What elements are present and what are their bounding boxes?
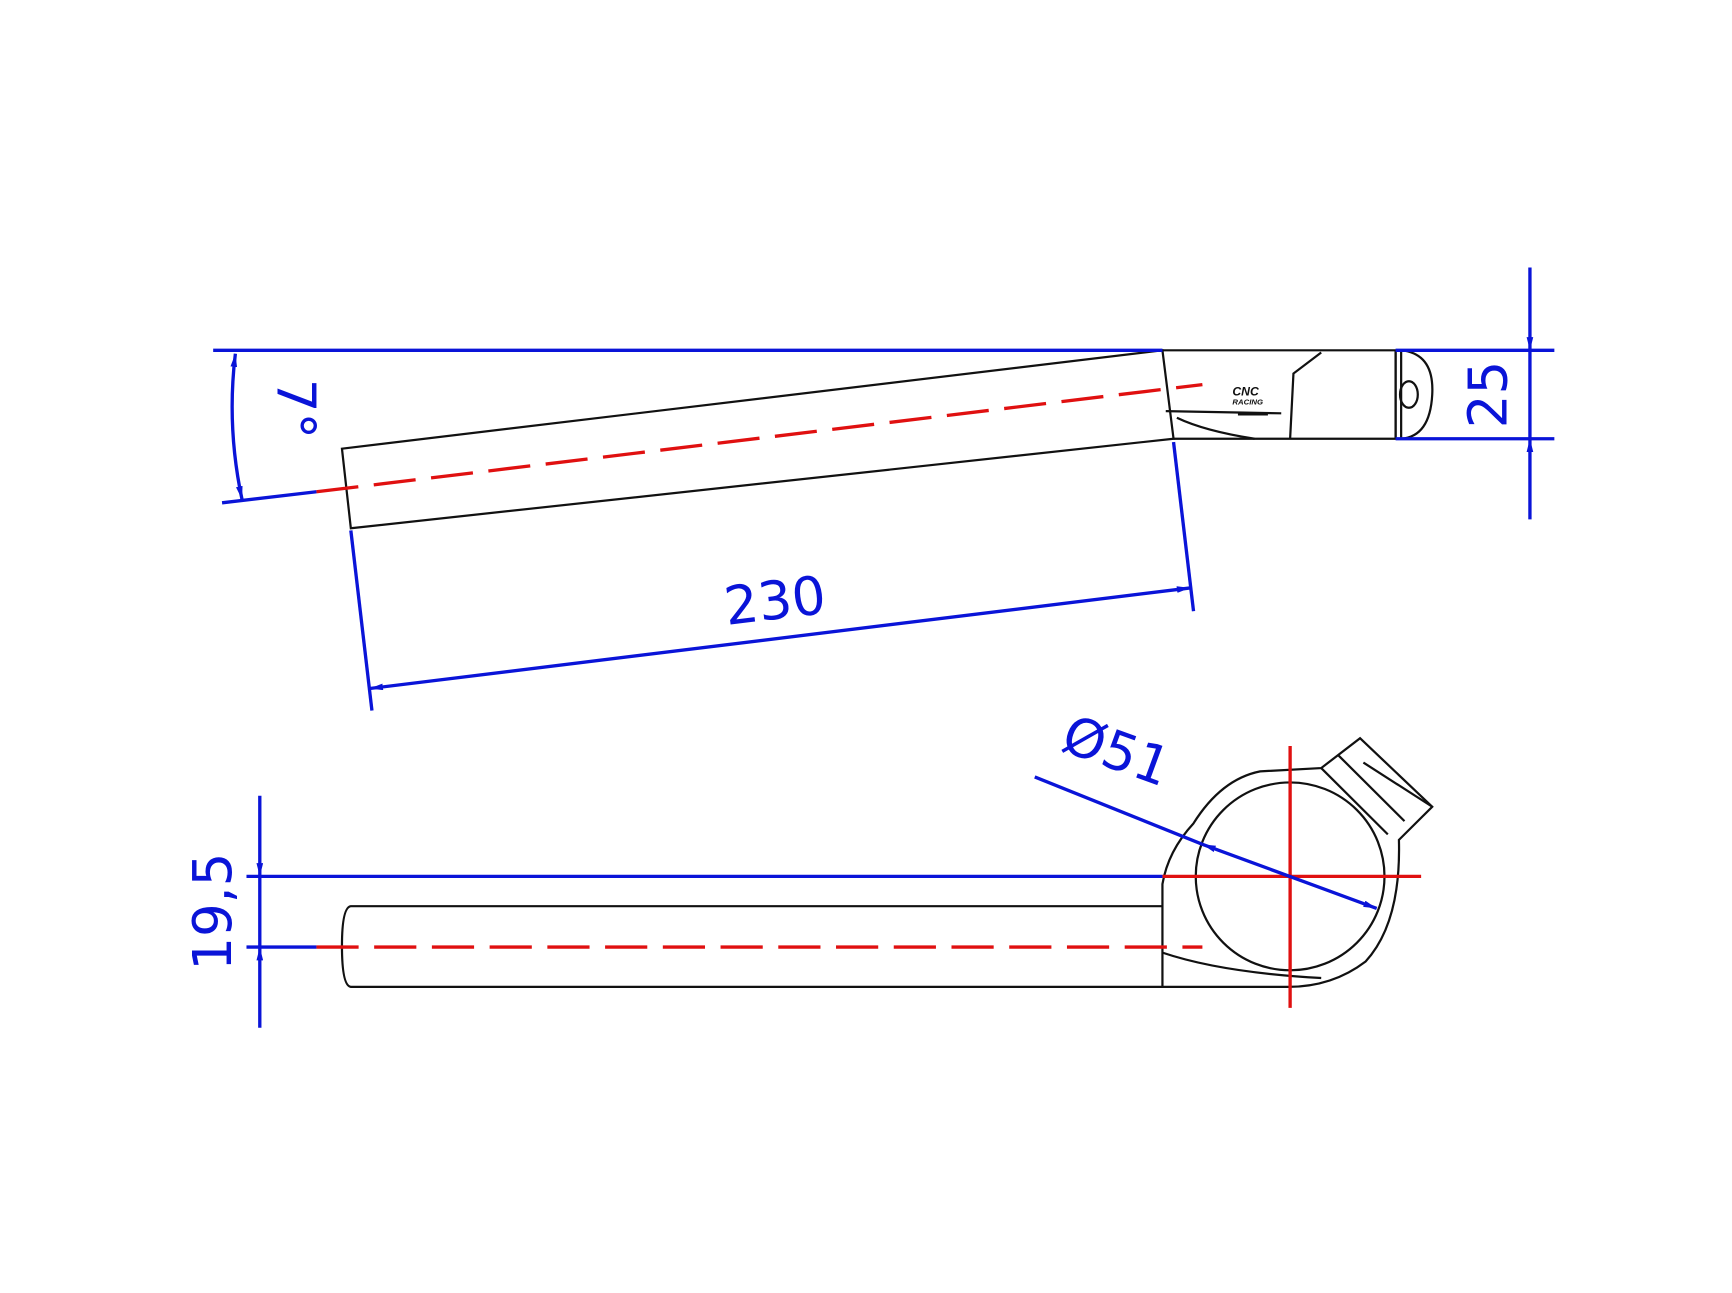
diameter-leader <box>1034 775 1204 846</box>
offset-label: 19,5 <box>182 853 244 971</box>
top-view: CNC RACING 7° 230 25 <box>213 267 1555 711</box>
svg-text:CNC: CNC <box>1232 385 1259 399</box>
angle-label: 7° <box>265 379 327 439</box>
side-view: 19,5 Ø51 <box>182 703 1434 1028</box>
length-extension-right <box>1171 441 1196 612</box>
logo-cnc-racing: CNC RACING <box>1232 385 1268 416</box>
length-dimension-line <box>369 586 1191 691</box>
height-label: 25 <box>1458 361 1520 428</box>
clamp-body-top: CNC RACING <box>1162 349 1434 440</box>
svg-text:RACING: RACING <box>1232 397 1263 406</box>
diameter-label: Ø51 <box>1054 703 1178 798</box>
top-centerline <box>316 382 1203 494</box>
length-extension-left <box>349 530 374 711</box>
angle-dimension-arc <box>230 353 244 500</box>
length-label: 230 <box>721 564 830 638</box>
diameter-dimension-line <box>1201 842 1378 910</box>
angle-reference-line <box>221 490 317 505</box>
clamp-body-side <box>1161 736 1434 988</box>
